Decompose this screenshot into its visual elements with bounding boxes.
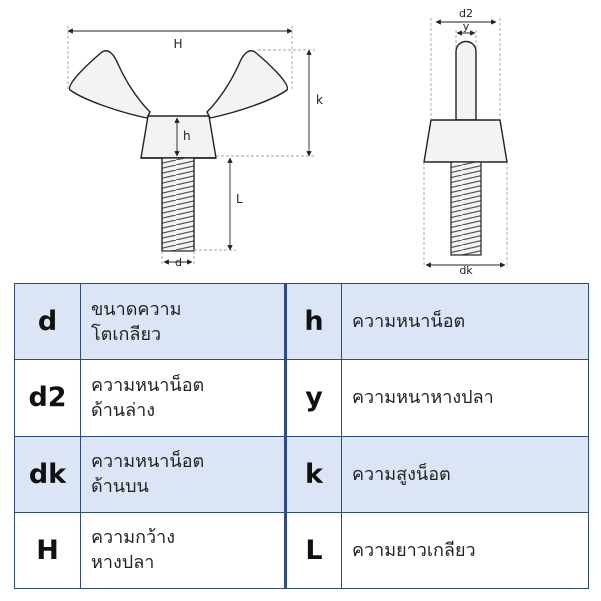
description-cell: ความหนาน็อต ด้านบน [80,435,286,513]
description-cell: ขนาดความ โตเกลียว [80,282,286,361]
description-cell: ความสูงน็อต [341,435,589,513]
label-d2: d2 [459,7,473,20]
symbol-cell: y [284,359,342,437]
right-wing [206,50,288,119]
left-wing [69,50,151,119]
symbol-cell: k [284,435,342,513]
description-cell: ความหนาน็อต ด้านล่าง [80,359,286,437]
side-shank [450,161,482,256]
description-cell: ความกว้าง หางปลา [80,511,286,590]
symbol-cell: H [14,511,81,590]
label-k: k [316,93,323,107]
nut-body [140,115,217,159]
description-cell: ความยาวเกลียว [341,511,589,590]
table-row: H ความกว้าง หางปลา L ความยาวเกลียว [14,511,589,590]
symbol-cell: d [14,282,81,361]
side-body [423,119,508,163]
symbol-cell: d2 [14,359,81,437]
label-d: d [175,256,182,269]
description-cell: ความหนาน็อต [341,282,589,361]
label-h: h [183,129,191,143]
label-y: y [463,20,470,33]
dimension-table: d ขนาดความ โตเกลียว h ความหนาน็อต d2 ควา… [14,282,589,590]
table-row: d ขนาดความ โตเกลียว h ความหนาน็อต [14,282,589,361]
threaded-shank [161,157,195,252]
front-view: H k h L d [67,26,323,269]
symbol-cell: L [284,511,342,590]
table-row: dk ความหนาน็อต ด้านบน k ความสูงน็อต [14,435,589,513]
description-cell: ความหนาหางปลา [341,359,589,437]
label-L: L [236,192,243,206]
side-view: d2 y dk [423,7,508,277]
label-dk: dk [459,264,473,277]
table-row: d2 ความหนาน็อต ด้านล่าง y ความหนาหางปลา [14,359,589,437]
wing-profile [455,40,477,121]
symbol-cell: dk [14,435,81,513]
label-H: H [173,37,182,51]
wing-nut-drawing: H k h L d d2 y [67,7,508,277]
symbol-cell: h [284,282,342,361]
